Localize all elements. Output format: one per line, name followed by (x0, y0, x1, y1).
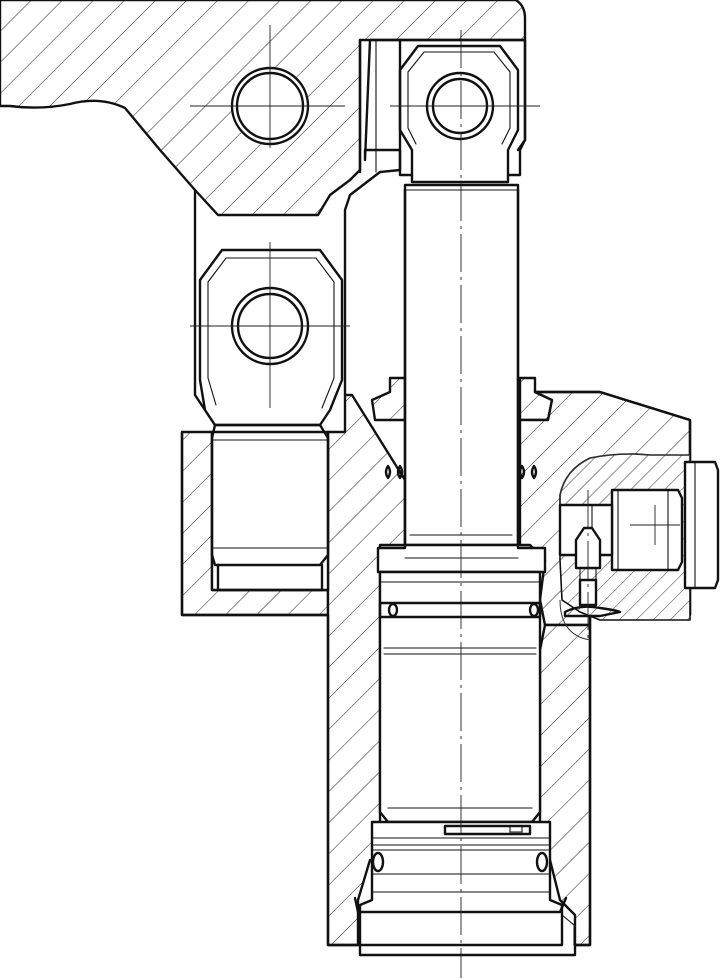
plug-cross (630, 505, 680, 545)
piston (378, 570, 542, 824)
threaded-adapter (210, 423, 330, 592)
pivot-pins (190, 25, 680, 545)
pivot-pin-lower (190, 242, 350, 408)
piston-rod (403, 183, 520, 547)
center-lines (460, 30, 589, 978)
pivot-pin-lever (190, 25, 345, 148)
upper-clevis (363, 38, 527, 184)
end-cap (353, 820, 575, 947)
lower-clevis (198, 248, 344, 427)
guide-bushing (376, 464, 547, 574)
